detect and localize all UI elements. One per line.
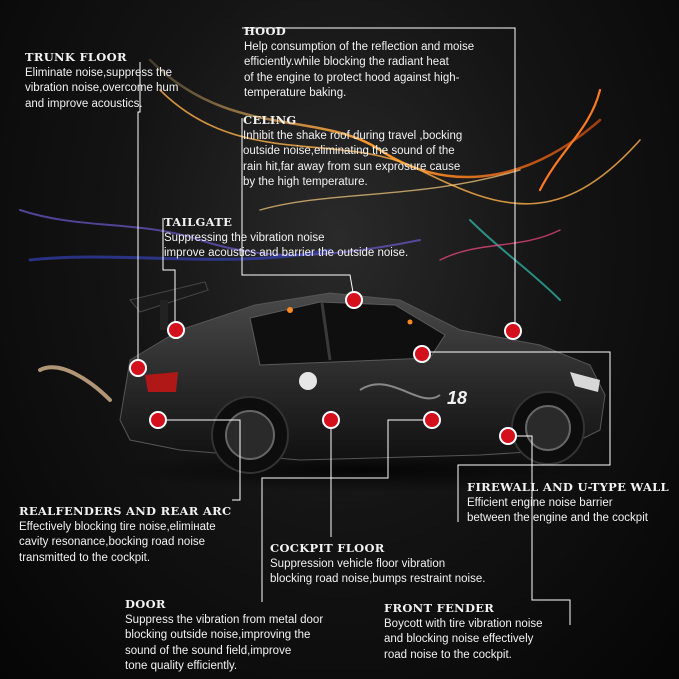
callout-line: and blocking noise effectively: [384, 633, 534, 645]
hotspot-door[interactable]: [423, 411, 441, 429]
callout-line: Effectively blocking tire noise,elimінat…: [19, 520, 216, 533]
callout-line: Suppress the vibration from metal door: [125, 613, 324, 626]
callout-door: DOOR Suppress the vibration from metal d…: [125, 597, 323, 675]
callout-title: REALFENDERS AND REAR ARC: [19, 504, 232, 518]
callout-front-fender: FRONT FENDER Boycott with tire vibration…: [384, 601, 543, 663]
callout-line: sound of the sound field,improve: [125, 644, 292, 657]
race-car: [119, 281, 606, 474]
callout-line: transmitted to the cockpit.: [19, 551, 151, 564]
callout-title: CELING: [243, 113, 297, 127]
callout-line: improve acoustics and barrier the outsid…: [164, 247, 409, 259]
callout-cockpit-floor: COCKPIT FLOOR Suppression vehicle floor …: [270, 541, 485, 588]
callout-hood: HOOD Help consumption of the reflection …: [244, 24, 474, 102]
callout-realfenders: REALFENDERS AND REAR ARC Effectively blo…: [19, 504, 231, 566]
callout-line: between the engine and the cockpit: [467, 512, 648, 524]
callout-tailgate: TAILGATE Suppressing the vibration noise…: [164, 215, 408, 262]
callout-title: TRUNK FLOOR: [25, 50, 127, 64]
callout-line: Boycott with tire vibration noise: [384, 617, 543, 630]
callout-title: COCKPIT FLOOR: [270, 541, 385, 555]
callout-trunk-floor: TRUNK FLOOR Eliminate noise,suppress the…: [25, 50, 178, 112]
callout-line: blocking road noise,bumps restraint nois…: [270, 573, 486, 585]
callout-line: rain hit,far away from sun exprosure cau…: [243, 160, 461, 173]
callout-line: Suppressing the vibration noise: [164, 231, 325, 244]
hotspot-tailgate[interactable]: [167, 321, 185, 339]
callout-line: Eliminate noise,suppress the: [25, 66, 173, 79]
callout-line: road noise to the cockpit.: [384, 648, 512, 661]
callout-line: tone quality efficiently.: [125, 660, 238, 672]
hotspot-trunk-floor[interactable]: [129, 359, 147, 377]
callout-line: Help consumption of the reflection and m…: [244, 40, 475, 53]
callout-title: HOOD: [244, 24, 287, 38]
leader-lines: [137, 27, 611, 625]
callout-line: of the engine to protect hood against hi…: [244, 71, 460, 84]
callout-title: FRONT FENDER: [384, 601, 495, 615]
callout-line: and improve acoustics.: [25, 97, 143, 110]
callout-line: efficiently.while blocking the radiant h…: [244, 56, 449, 68]
hotspot-hood[interactable]: [504, 322, 522, 340]
callout-line: by the high temperature.: [243, 176, 368, 188]
callout-celing: CELING Inhibit the shake roof during tra…: [243, 113, 462, 191]
callout-line: blocking outside noise,improving the: [125, 629, 311, 641]
callout-title: TAILGATE: [164, 215, 233, 229]
hotspot-firewall[interactable]: [413, 345, 431, 363]
car-number: 18: [447, 388, 467, 408]
callout-title: DOOR: [125, 597, 166, 611]
callout-line: vibration noise,overcome hum: [25, 82, 179, 94]
callout-line: outside noise,eliminating the sound of t…: [243, 145, 455, 157]
hotspot-celing[interactable]: [345, 291, 363, 309]
light-streaks: [19, 58, 641, 402]
callout-firewall: FIREWALL AND U-TYPE WALL Efficient engin…: [467, 480, 669, 527]
hotspot-cockpit-floor[interactable]: [322, 411, 340, 429]
hotspot-front-fender[interactable]: [499, 427, 517, 445]
callout-line: Suppression vehicle floor vibration: [270, 557, 446, 570]
callout-line: Inhibit the shake roof during travel ,bo…: [243, 129, 463, 142]
callout-line: temperature baking.: [244, 87, 347, 99]
callout-line: cavity resonance,bocking road noise: [19, 536, 206, 548]
callout-title: FIREWALL AND U-TYPE WALL: [467, 480, 669, 494]
hotspot-realfenders[interactable]: [149, 411, 167, 429]
callout-line: Efficient engine noise barrier: [467, 496, 613, 509]
